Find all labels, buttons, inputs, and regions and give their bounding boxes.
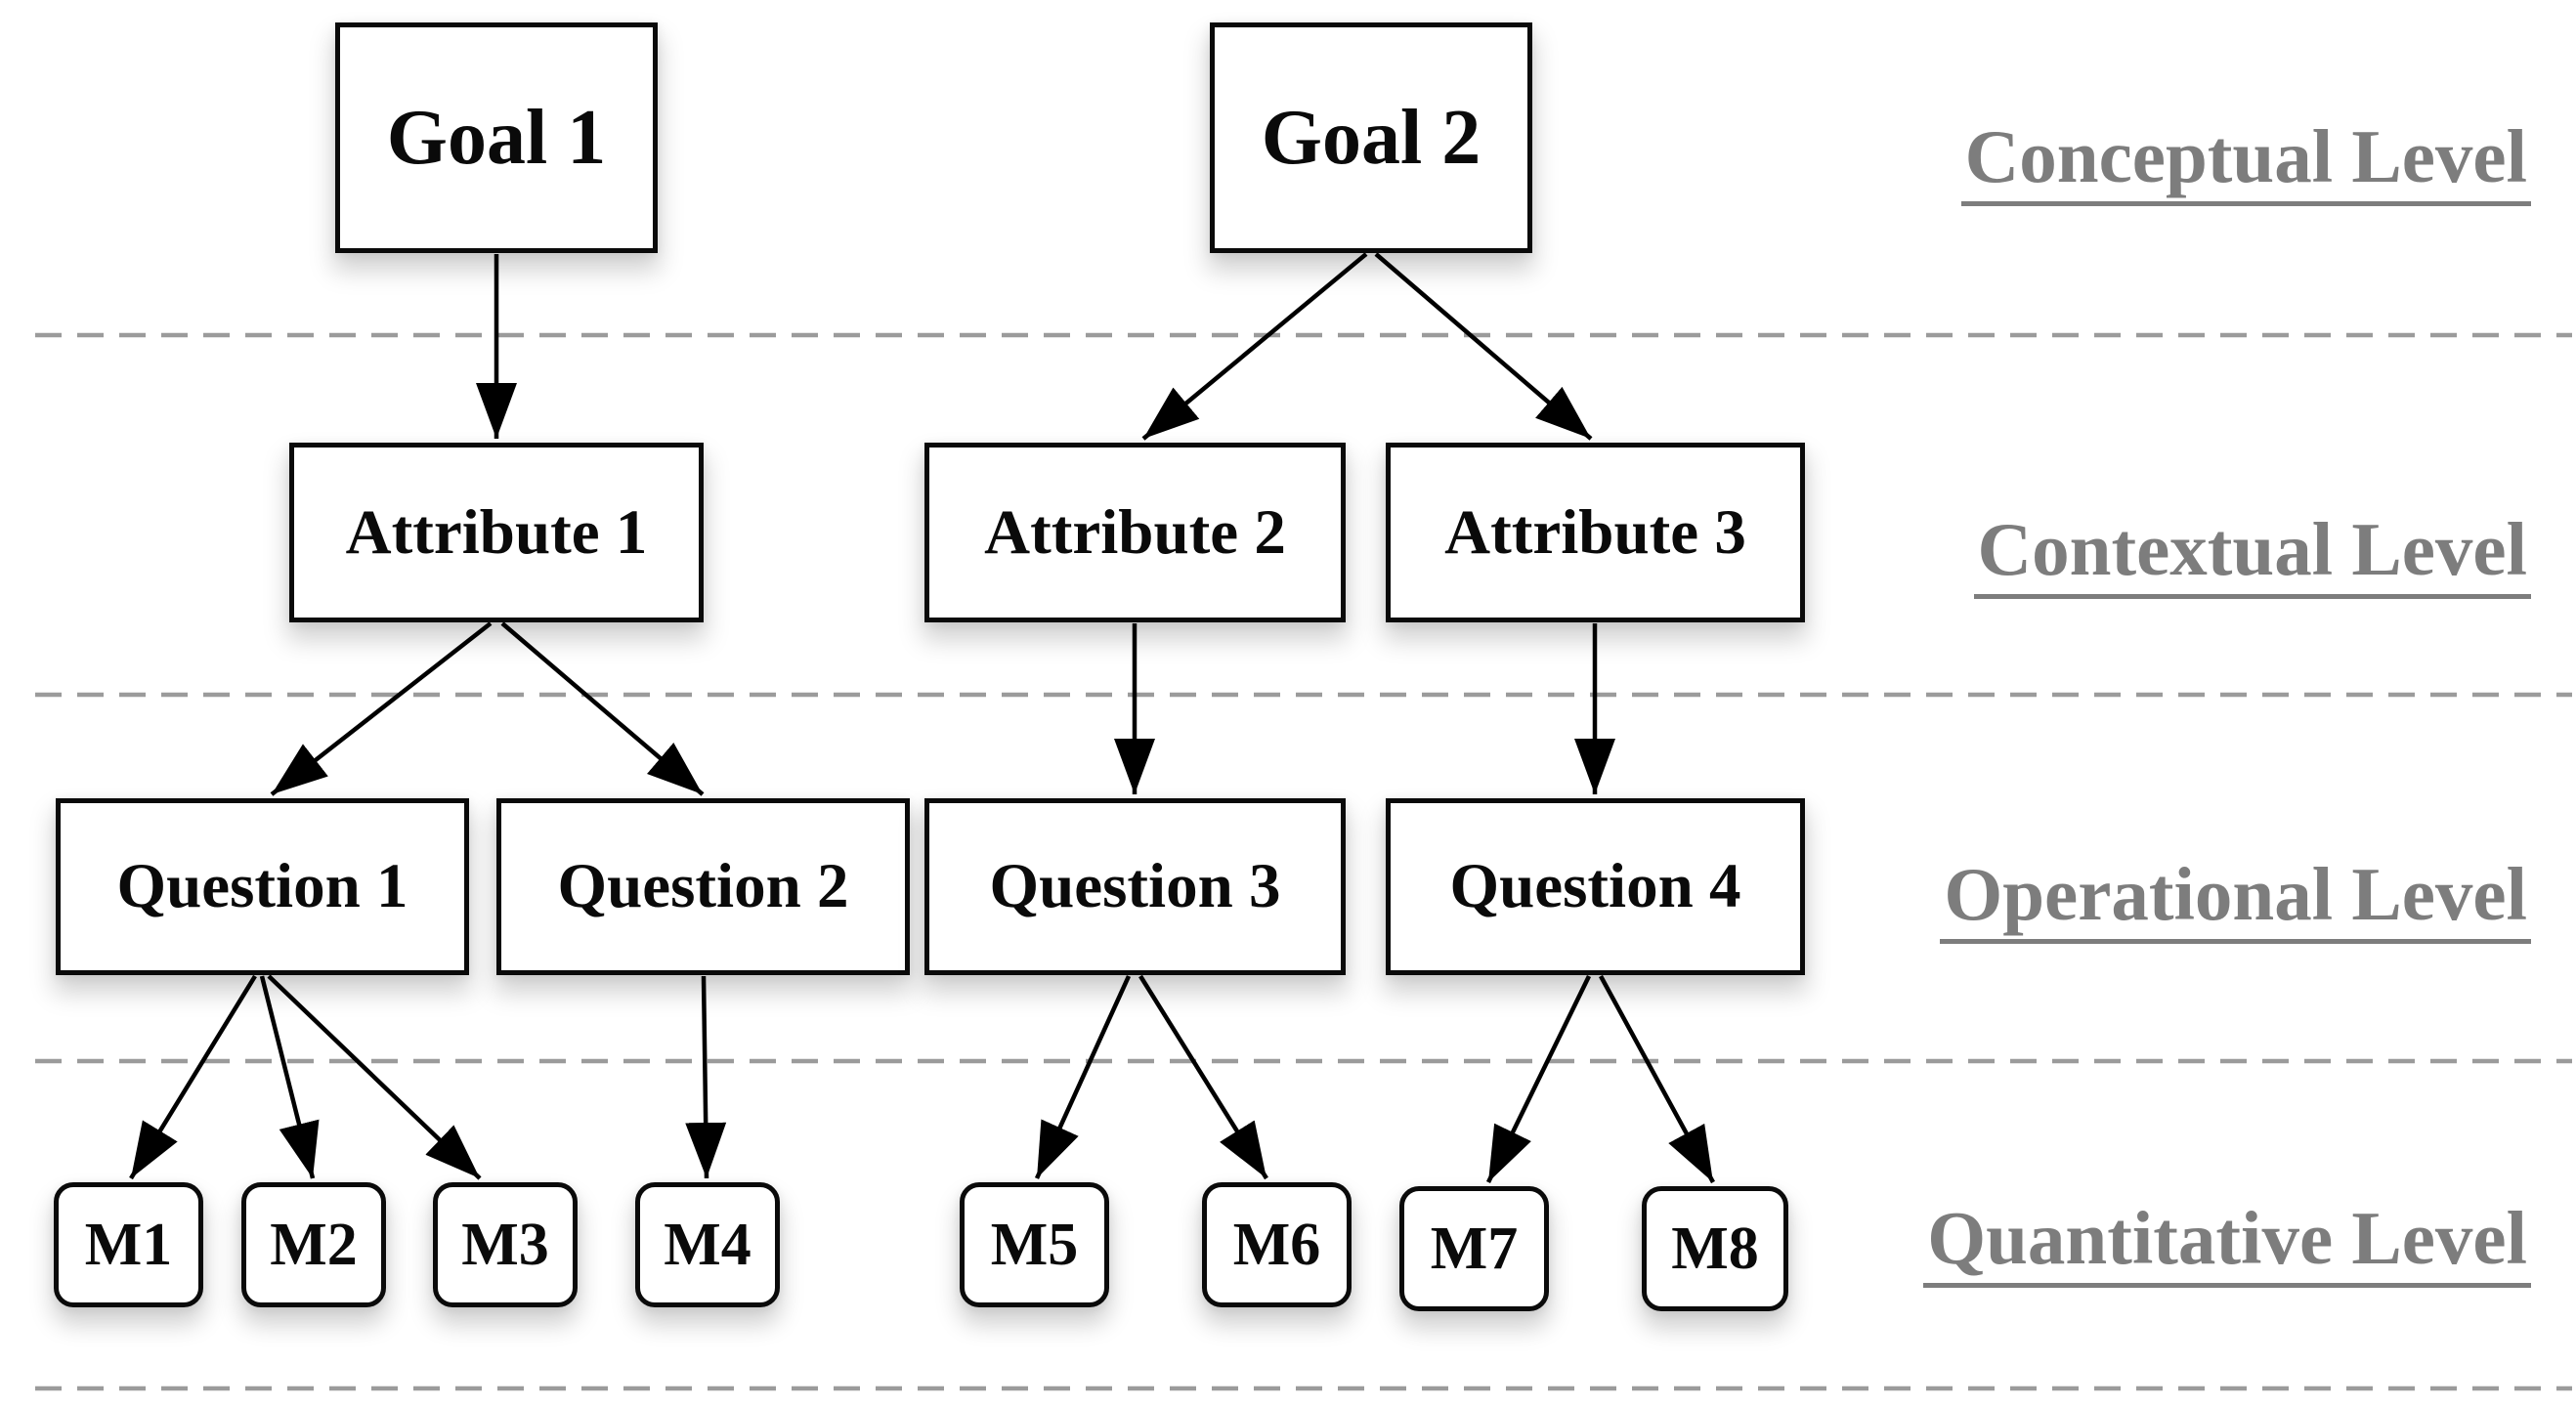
edge-attribute1-question1 bbox=[270, 621, 493, 796]
edge-question4-m8 bbox=[1599, 974, 1715, 1184]
edge-goal2-attribute2 bbox=[1141, 252, 1368, 441]
level-label-operational: Operational Level bbox=[1940, 857, 2531, 944]
node-goal2: Goal 2 bbox=[1210, 22, 1532, 253]
node-question1: Question 1 bbox=[56, 798, 469, 975]
edge-question3-m5 bbox=[1034, 975, 1132, 1179]
level-label-conceptual: Conceptual Level bbox=[1960, 119, 2531, 206]
node-m1: M1 bbox=[54, 1182, 203, 1307]
node-label: M8 bbox=[1671, 1215, 1759, 1282]
node-label: Attribute 1 bbox=[345, 496, 648, 568]
node-label: Attribute 2 bbox=[984, 496, 1286, 568]
edge-question4-m7 bbox=[1485, 975, 1592, 1183]
node-label: Goal 1 bbox=[386, 94, 607, 181]
node-attribute3: Attribute 3 bbox=[1386, 443, 1805, 622]
node-m6: M6 bbox=[1202, 1182, 1352, 1307]
node-label: M3 bbox=[461, 1211, 549, 1278]
node-m2: M2 bbox=[241, 1182, 386, 1307]
level-label-contextual: Contextual Level bbox=[1973, 512, 2531, 599]
edge-goal2-attribute3 bbox=[1374, 252, 1593, 441]
node-label: Question 2 bbox=[557, 851, 849, 921]
node-label: Question 1 bbox=[116, 851, 408, 921]
node-m5: M5 bbox=[960, 1182, 1109, 1307]
node-m3: M3 bbox=[433, 1182, 578, 1307]
node-label: Question 3 bbox=[989, 851, 1281, 921]
node-label: Question 4 bbox=[1449, 851, 1741, 921]
edge-question1-m2 bbox=[259, 975, 320, 1179]
node-question4: Question 4 bbox=[1386, 798, 1805, 975]
node-label: Goal 2 bbox=[1261, 94, 1481, 181]
node-label: M6 bbox=[1232, 1211, 1321, 1278]
edge-question1-m3 bbox=[267, 974, 482, 1180]
edge-question2-m4 bbox=[685, 975, 727, 1179]
node-attribute2: Attribute 2 bbox=[924, 443, 1346, 622]
node-label: M5 bbox=[990, 1211, 1079, 1278]
node-label: M7 bbox=[1430, 1215, 1519, 1282]
node-label: M1 bbox=[84, 1211, 173, 1278]
node-attribute1: Attribute 1 bbox=[289, 443, 704, 622]
node-label: M4 bbox=[664, 1211, 751, 1278]
level-label-quantitative: Quantitative Level bbox=[1923, 1201, 2531, 1288]
node-m4: M4 bbox=[635, 1182, 780, 1307]
edge-attribute1-question2 bbox=[500, 621, 705, 796]
edge-question1-m1 bbox=[129, 974, 257, 1180]
node-label: Attribute 3 bbox=[1444, 496, 1746, 568]
edge-question3-m6 bbox=[1138, 974, 1268, 1180]
node-question3: Question 3 bbox=[924, 798, 1346, 975]
node-question2: Question 2 bbox=[496, 798, 910, 975]
node-m8: M8 bbox=[1642, 1186, 1788, 1311]
node-label: M2 bbox=[270, 1211, 358, 1278]
node-m7: M7 bbox=[1399, 1186, 1549, 1311]
node-goal1: Goal 1 bbox=[335, 22, 658, 253]
